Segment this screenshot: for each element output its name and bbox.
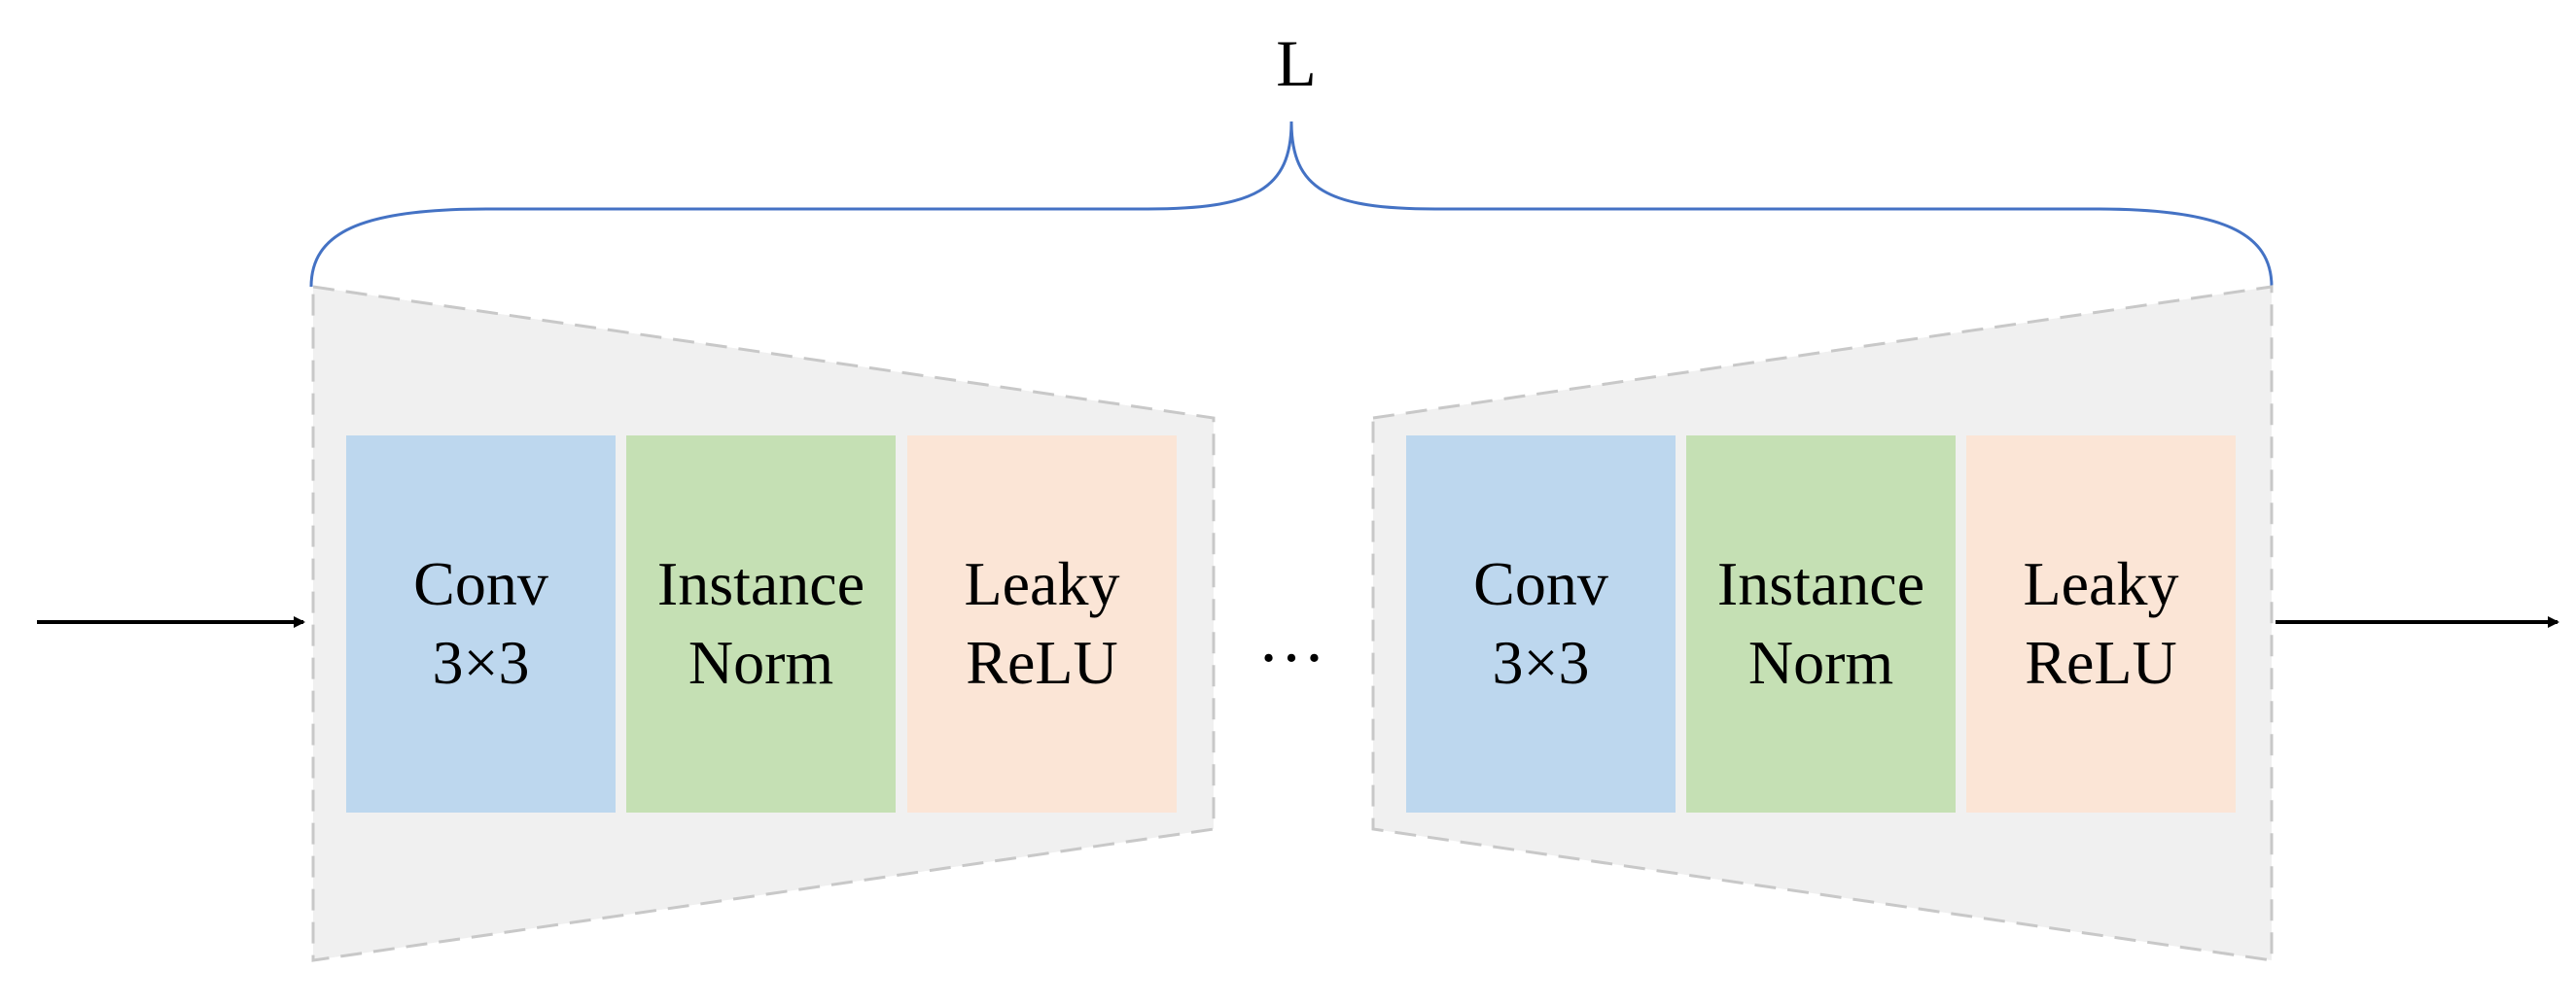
conv-block [346, 435, 616, 813]
conv-label: Conv [413, 549, 548, 618]
instance-norm-label-line1: Instance [657, 549, 865, 618]
curly-brace [309, 121, 2274, 288]
leaky-relu-label-line1: Leaky [965, 549, 1120, 618]
leaky-relu-label-line1: Leaky [2024, 549, 2179, 618]
conv-label: Conv [1473, 549, 1608, 618]
instance-norm-label-line2: Norm [688, 628, 833, 697]
conv-kernel-label: 3×3 [1492, 628, 1589, 697]
instance-norm-label-line1: Instance [1717, 549, 1924, 618]
leaky-relu-block [907, 435, 1177, 813]
instance-norm-label-line2: Norm [1748, 628, 1893, 697]
conv-kernel-label: 3×3 [432, 628, 529, 697]
ellipsis: … [1257, 602, 1325, 676]
leaky-relu-block [1966, 435, 2236, 813]
instance-norm-block [626, 435, 896, 813]
leaky-relu-label-line2: ReLU [966, 628, 1117, 697]
leaky-relu-label-line2: ReLU [2025, 628, 2176, 697]
conv-block [1406, 435, 1676, 813]
brace-label: L [1276, 26, 1317, 100]
instance-norm-block [1686, 435, 1956, 813]
